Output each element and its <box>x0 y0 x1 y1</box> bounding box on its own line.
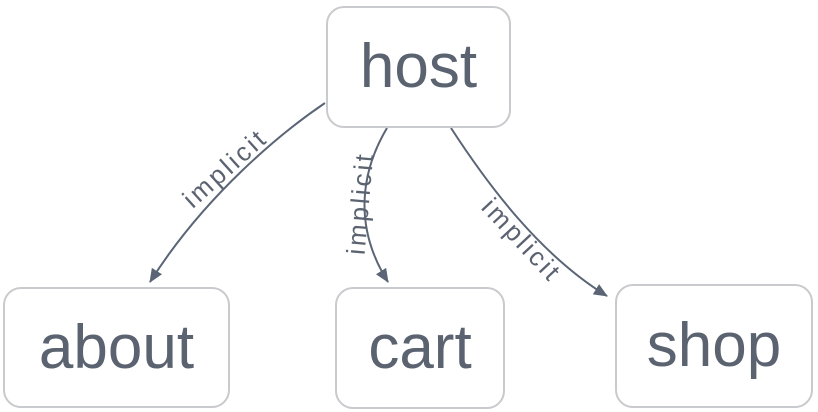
node-host-label: host <box>359 32 478 101</box>
node-shop[interactable]: shop <box>615 284 813 408</box>
node-about-label: about <box>38 312 195 382</box>
edge-host-about <box>149 102 326 283</box>
node-host[interactable]: host <box>326 6 511 128</box>
node-shop-label: shop <box>646 311 782 380</box>
edge-host-shop <box>450 127 608 297</box>
node-cart[interactable]: cart <box>335 287 505 409</box>
edge-host-cart <box>363 127 389 283</box>
node-cart-label: cart <box>368 313 472 382</box>
node-about[interactable]: about <box>3 287 230 408</box>
